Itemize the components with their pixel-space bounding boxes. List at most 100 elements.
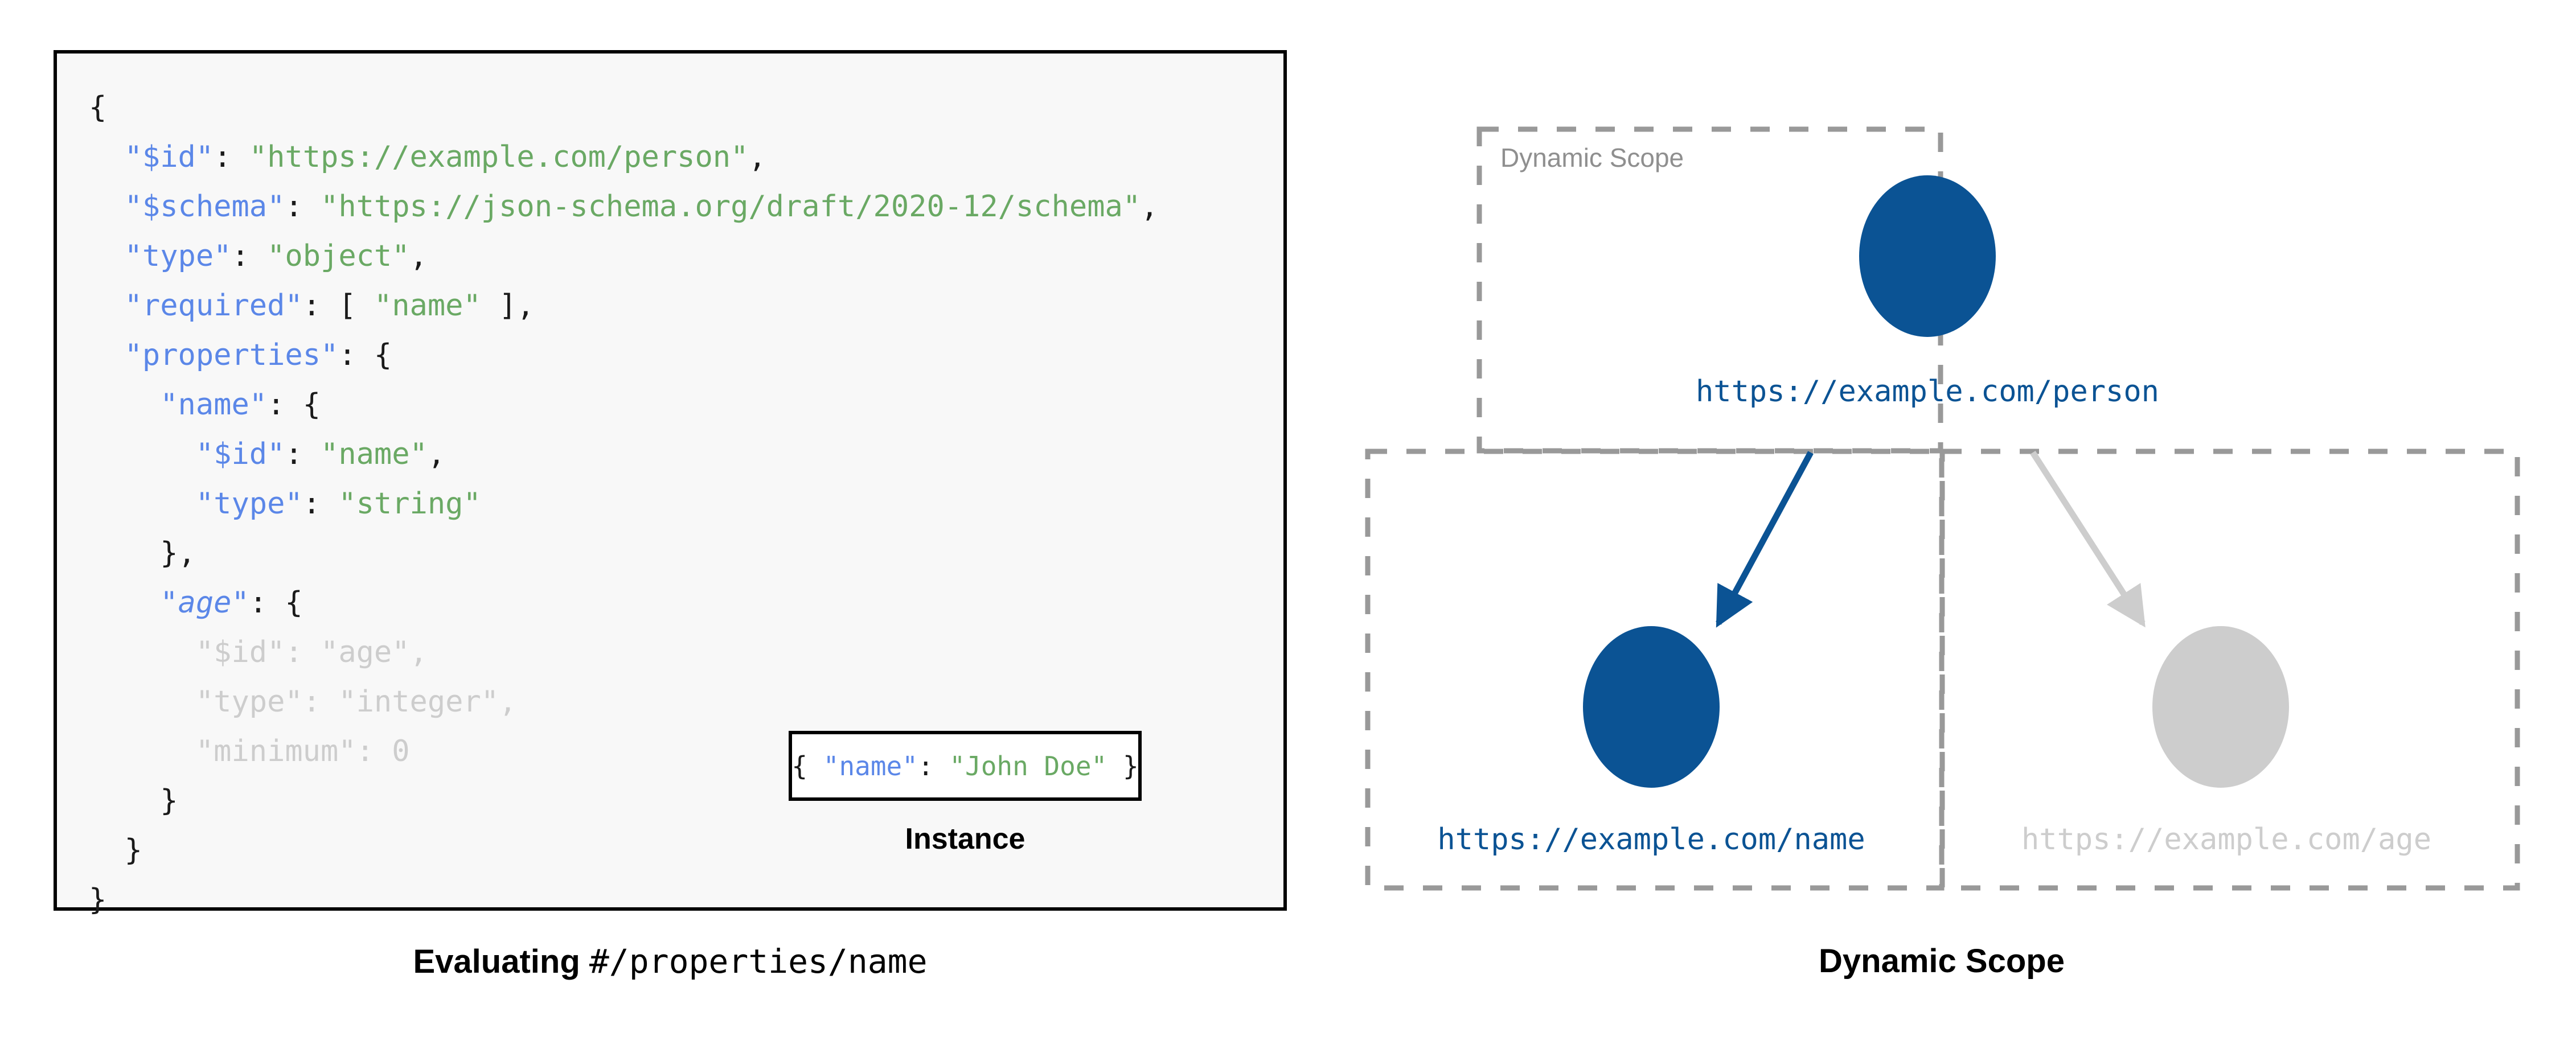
code-token: "name"	[160, 388, 268, 422]
code-token: "$schema"	[124, 190, 285, 224]
code-token: :	[302, 487, 339, 521]
code-token: :	[917, 750, 950, 781]
code-token	[89, 635, 196, 669]
edge-person-to-name	[1716, 451, 1814, 628]
code-token: ,	[427, 437, 446, 471]
code-token: : {	[249, 586, 303, 620]
code-token: : {	[338, 338, 392, 372]
code-line: "type": "integer",	[89, 677, 1158, 727]
node-label-name: https://example.com/name	[1437, 822, 1865, 857]
code-line: "type": "string"	[89, 479, 1158, 529]
code-line: "$schema": "https://json-schema.org/draf…	[89, 182, 1159, 232]
code-line: }	[89, 875, 1158, 925]
code-token: "type"	[124, 239, 232, 273]
caption-pointer-word: #/properties/name	[589, 942, 928, 981]
code-token: : [	[302, 289, 374, 323]
code-token	[89, 437, 196, 471]
code-token: "https://json-schema.org/draft/2020-12/s…	[321, 190, 1141, 224]
code-token	[89, 140, 125, 174]
dynamic-scope-diagram: Dynamic Scope https://example.com/person…	[1355, 85, 2528, 928]
code-token: "https://example.com/person"	[249, 140, 749, 174]
code-token: "$id"	[124, 140, 214, 174]
code-line: "age": {	[89, 578, 1158, 628]
code-token: :	[285, 190, 321, 224]
code-token: "name"	[823, 750, 918, 781]
code-token: "name"	[321, 437, 428, 471]
code-token: "object"	[267, 239, 410, 273]
node-circle-person	[1859, 175, 1996, 337]
code-line: "$id": "https://example.com/person",	[89, 133, 1158, 182]
code-token: "$id"	[195, 437, 285, 471]
code-token: "John Doe"	[949, 750, 1107, 781]
code-token	[89, 388, 160, 422]
code-token: }	[89, 833, 142, 867]
code-token: {	[89, 91, 107, 125]
scope-box-name	[1365, 449, 1945, 891]
code-token	[89, 289, 125, 323]
edge-person-to-age	[2030, 451, 2146, 628]
code-token: "minimum"	[195, 734, 356, 768]
code-token: :	[302, 685, 339, 719]
code-token: : 0	[356, 734, 410, 768]
diagram-canvas	[1365, 126, 2520, 891]
node-circle-name	[1583, 626, 1720, 788]
code-token: ,	[409, 635, 428, 669]
right-panel-caption: Dynamic Scope	[1819, 943, 2065, 980]
code-token: ],	[481, 289, 535, 323]
node-label-age: https://example.com/age	[2021, 822, 2432, 857]
code-line: },	[89, 529, 1158, 578]
code-token: {	[791, 750, 823, 781]
code-token: ,	[748, 140, 766, 174]
caption-bold-word: Evaluating	[413, 943, 580, 980]
code-token: "$id"	[195, 635, 285, 669]
code-token: },	[89, 536, 196, 570]
code-token	[89, 239, 125, 273]
code-token: "age"	[160, 586, 249, 620]
code-line: {	[89, 83, 1158, 133]
code-token	[89, 685, 196, 719]
code-line: "type": "object",	[89, 232, 1158, 281]
node-label-person: https://example.com/person	[1696, 375, 2159, 409]
code-token	[89, 190, 125, 224]
code-line: "required": [ "name" ],	[89, 281, 1158, 331]
code-line: }	[89, 776, 1158, 826]
code-token	[89, 487, 196, 521]
code-token: "string"	[338, 487, 481, 521]
node-circle-age	[2152, 626, 2289, 788]
code-token	[89, 734, 196, 768]
code-token: "age"	[321, 635, 410, 669]
code-token: }	[89, 883, 107, 917]
schema-code-panel: { "$id": "https://example.com/person", "…	[54, 50, 1287, 917]
code-token: :	[214, 140, 249, 174]
code-token: "required"	[124, 289, 303, 323]
code-line: "properties": {	[89, 331, 1158, 380]
instance-json-code: { "name": "John Doe" }	[791, 751, 1138, 781]
code-token	[89, 338, 125, 372]
instance-caption: Instance	[905, 822, 1026, 855]
code-token	[89, 586, 160, 620]
code-line: "minimum": 0	[89, 727, 1158, 776]
code-token: ,	[1141, 190, 1159, 224]
code-token: "properties"	[124, 338, 339, 372]
code-token: : {	[267, 388, 321, 422]
code-token: ,	[499, 685, 517, 719]
scope-label-dynamic-scope: Dynamic Scope	[1500, 143, 1684, 172]
code-token: :	[285, 635, 321, 669]
code-token: :	[285, 437, 321, 471]
instance-box: { "name": "John Doe" }	[789, 731, 1142, 801]
code-token: }	[89, 784, 178, 818]
code-token: :	[231, 239, 268, 273]
code-line: }	[89, 826, 1158, 875]
schema-json-code: { "$id": "https://example.com/person", "…	[89, 83, 1158, 925]
code-line: "$id": "age",	[89, 628, 1158, 677]
code-token: "type"	[195, 685, 303, 719]
code-line: "name": {	[89, 380, 1158, 430]
code-token: "type"	[195, 487, 303, 521]
scope-box-age	[1939, 449, 2520, 891]
left-panel-caption: Evaluating #/properties/name	[54, 942, 1287, 981]
code-line: "$id": "name",	[89, 430, 1158, 479]
code-token: "integer"	[338, 685, 499, 719]
code-token: ,	[409, 239, 428, 273]
code-token: "name"	[374, 289, 481, 323]
code-token: }	[1107, 750, 1139, 781]
